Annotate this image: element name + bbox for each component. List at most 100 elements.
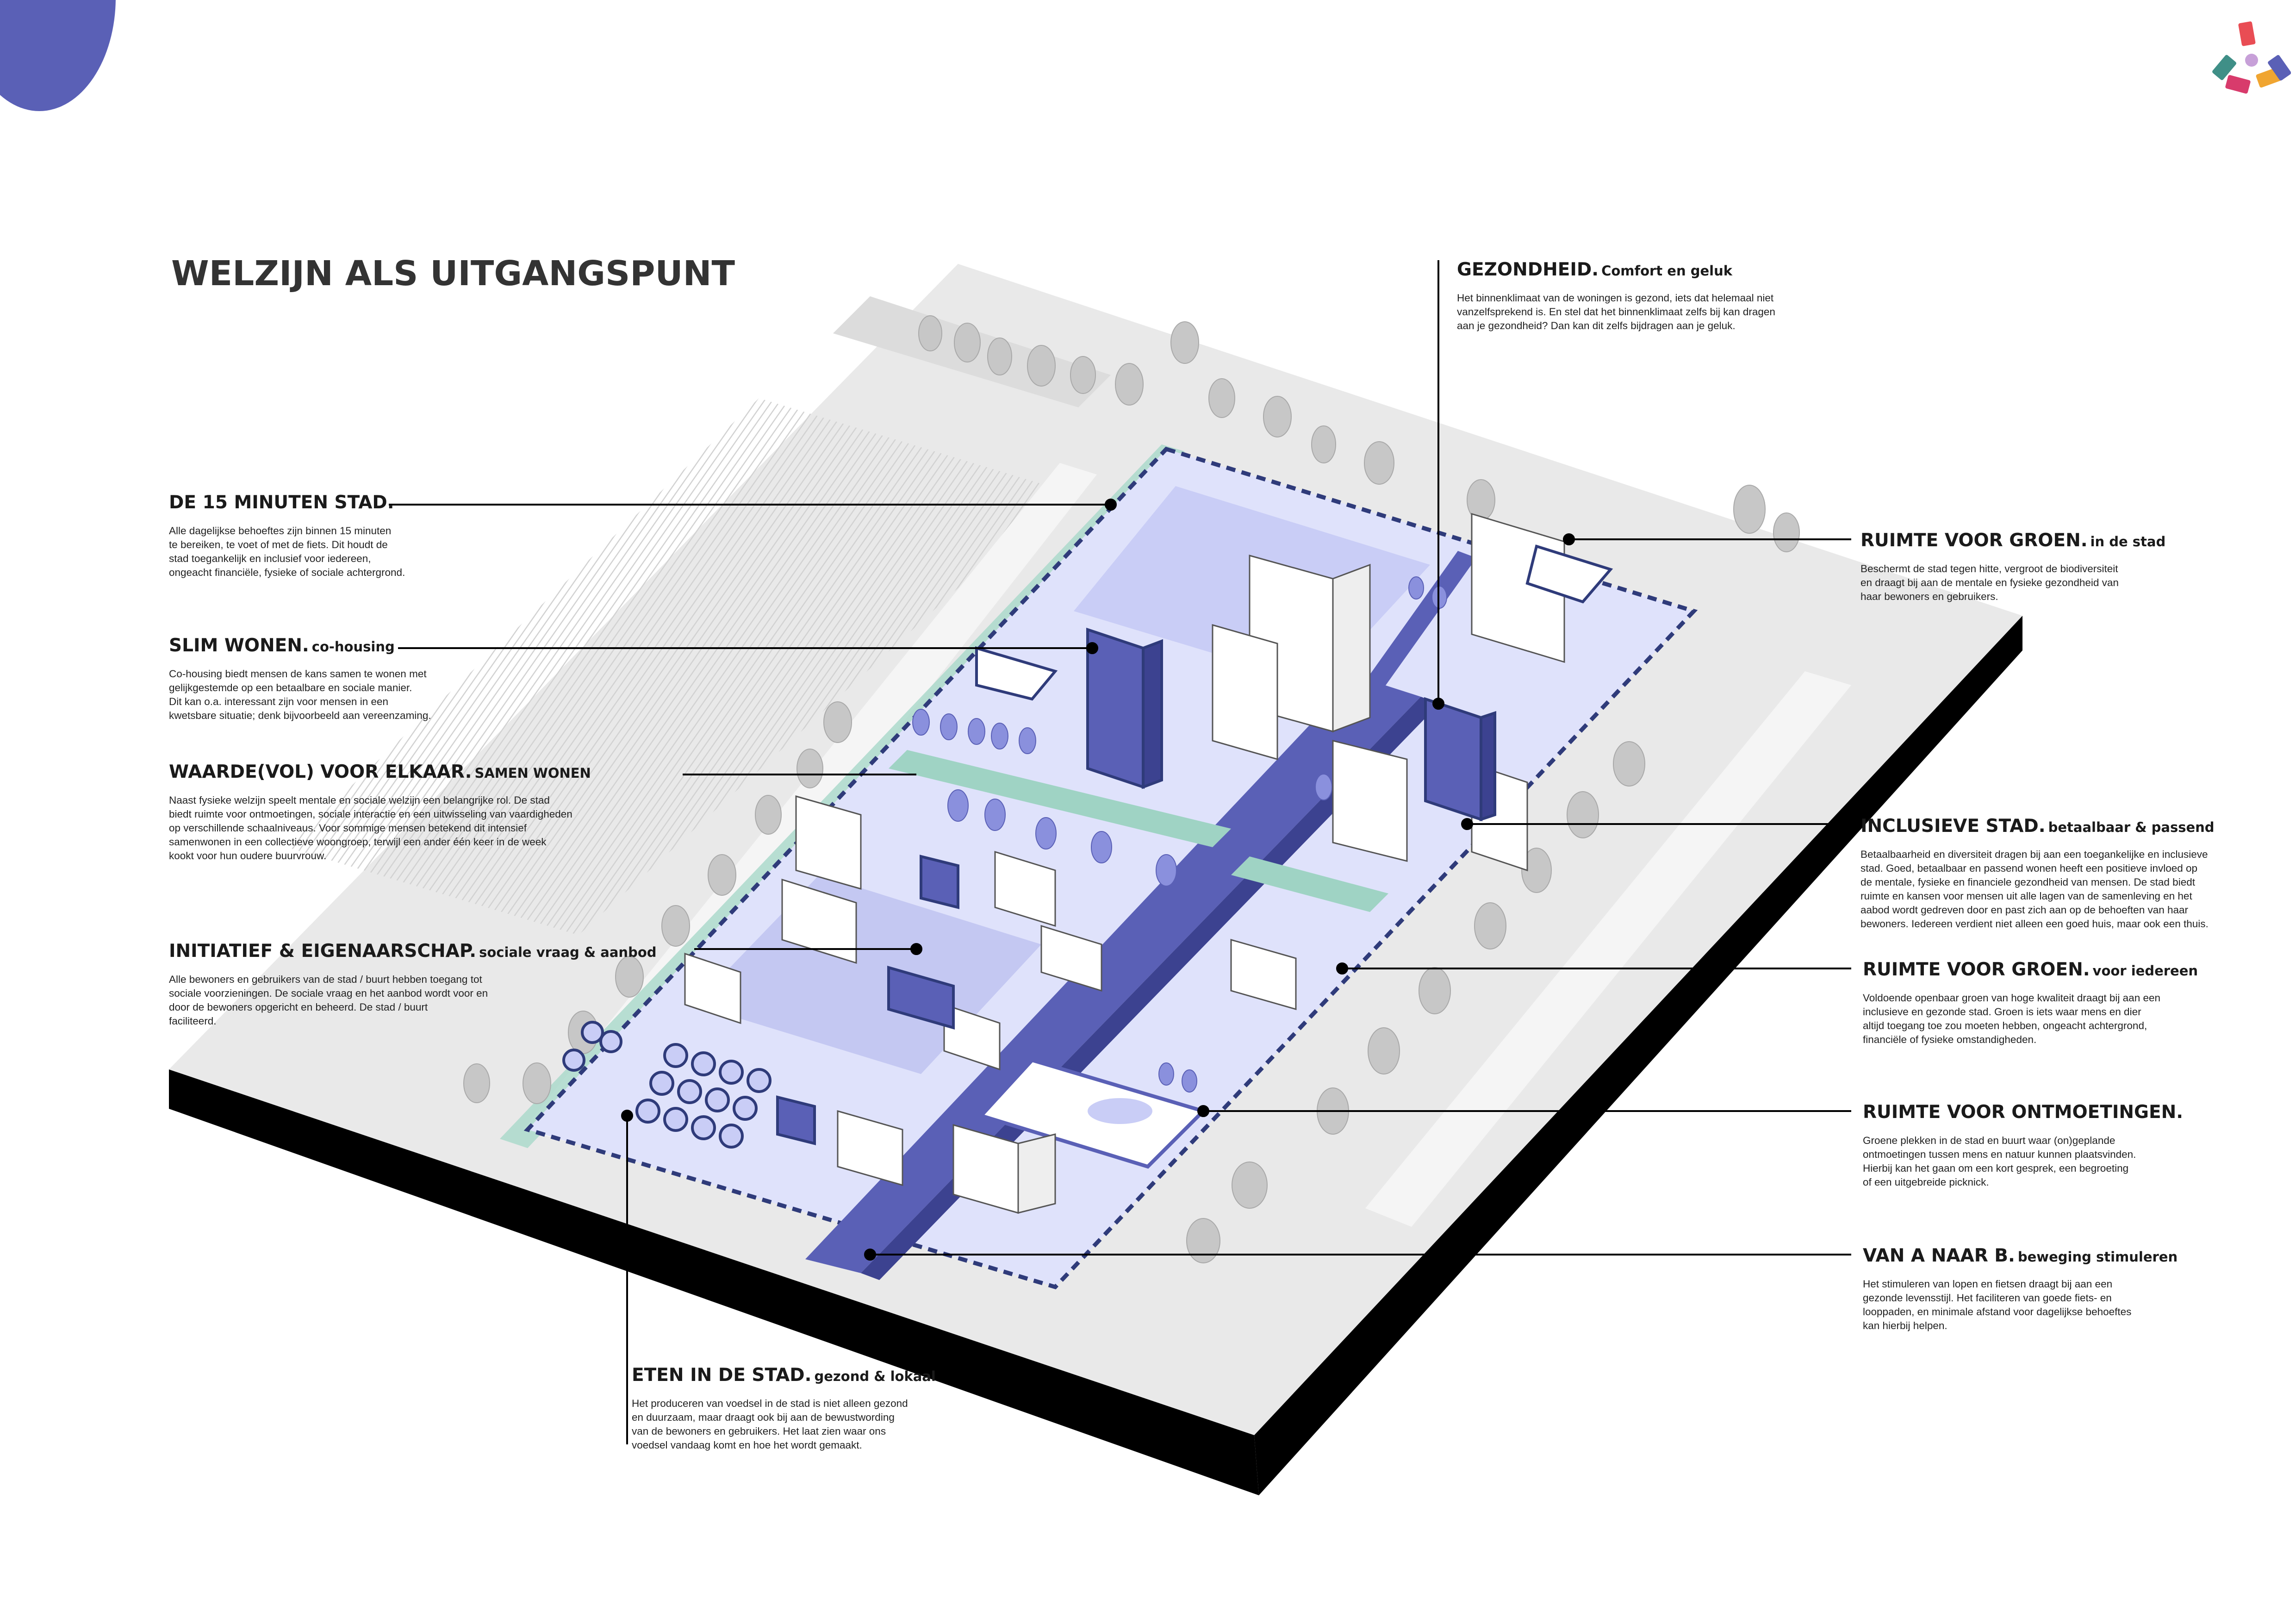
annotation-subtitle: sociale vraag & aanbod [479, 944, 657, 960]
annotation-heading: RUIMTE VOOR GROEN.in de stad [1860, 530, 2165, 551]
annotation-text-line: Dit kan o.a. interessant zijn voor mense… [169, 696, 389, 707]
green-canal-left [889, 750, 1231, 847]
main-street-edge [861, 697, 1439, 1280]
annotation-15-minuten-stad: DE 15 MINUTEN STAD. Alle dagelijkse beho… [169, 492, 405, 580]
annotation-text-line: stad toegankelijk en inclusief voor iede… [169, 553, 371, 564]
annotation-title: GEZONDHEID. [1457, 259, 1599, 280]
annotation-gezondheid: GEZONDHEID.Comfort en geluk Het binnenkl… [1457, 259, 1775, 333]
blue-trees [912, 576, 1447, 1093]
annotation-text-line: Alle bewoners en gebruikers van de stad … [169, 974, 482, 985]
annotation-subtitle: beweging stimuleren [2017, 1249, 2178, 1265]
annotation-eten-in-de-stad: ETEN IN DE STAD.gezond & lokaal Het prod… [632, 1365, 936, 1452]
annotation-text-line: Co-housing biedt mensen de kans samen te… [169, 668, 427, 680]
annotation-subtitle: betaalbaar & passend [2048, 819, 2215, 835]
annotation-text-line: gelijkgestemde op een betaalbare en soci… [169, 682, 412, 693]
base-slab-right [1254, 616, 2022, 1495]
side-street [1361, 551, 1476, 694]
annotation-text-line: vanzelfsprekend is. En stel dat het binn… [1457, 306, 1775, 318]
annotation-text-line: aabod wordt gedreven door en past zich a… [1860, 904, 2189, 916]
annotation-heading: DE 15 MINUTEN STAD. [169, 492, 405, 513]
highlight-buildings [776, 544, 1613, 1145]
annotation-title: VAN A NAAR B. [1863, 1245, 2015, 1266]
annotation-inclusieve-stad: INCLUSIEVE STAD.betaalbaar & passend Bet… [1860, 816, 2215, 931]
annotation-text: Betaalbaarheid en diversiteit dragen bij… [1860, 848, 2215, 931]
annotation-text: Naast fysieke welzijn speelt mentale en … [169, 793, 591, 863]
annotation-heading: RUIMTE VOOR GROEN.voor iedereen [1863, 959, 2198, 980]
annotation-subtitle: co-housing [311, 639, 395, 655]
annotation-title: INITIATIEF & EIGENAARSCHAP. [169, 941, 477, 962]
annotation-heading: INCLUSIEVE STAD.betaalbaar & passend [1860, 816, 2215, 837]
annotation-title: DE 15 MINUTEN STAD. [169, 492, 394, 513]
annotation-text: Alle dagelijkse behoeftes zijn binnen 15… [169, 524, 405, 580]
annotation-heading: GEZONDHEID.Comfort en geluk [1457, 259, 1775, 280]
annotation-text-line: gezonde levensstijl. Het faciliteren van… [1863, 1292, 2112, 1304]
annotation-text-line: inclusieve en gezonde stad. Groen is iet… [1863, 1006, 2141, 1018]
leader-lines [389, 260, 1851, 1444]
annotation-initiatief-eigenaarschap: INITIATIEF & EIGENAARSCHAP.sociale vraag… [169, 941, 657, 1028]
annotation-subtitle: voor iedereen [2092, 963, 2198, 979]
annotation-title: WAARDE(VOL) VOOR ELKAAR. [169, 762, 472, 782]
annotation-text-line: kookt voor hun oudere buurvrouw. [169, 850, 327, 862]
annotation-heading: WAARDE(VOL) VOOR ELKAAR.SAMEN WONEN [169, 762, 591, 782]
annotation-ruimte-voor-groen-in-de-stad: RUIMTE VOOR GROEN.in de stad Beschermt d… [1860, 530, 2165, 604]
annotation-text-line: de mentale, fysieke en financiele gezond… [1860, 876, 2195, 888]
annotation-text-line: Beschermt de stad tegen hitte, vergroot … [1860, 563, 2118, 575]
annotation-title: ETEN IN DE STAD. [632, 1365, 812, 1386]
annotation-text-line: Het produceren van voedsel in de stad is… [632, 1398, 908, 1409]
annotation-text-line: faciliteerd. [169, 1015, 217, 1027]
green-canal-right [1231, 856, 1388, 912]
pond [1088, 1098, 1152, 1124]
annotation-text-line: sociale voorzieningen. De sociale vraag … [169, 987, 488, 999]
annotation-text-line: kan hierbij helpen. [1863, 1320, 1948, 1331]
annotation-text-line: en draagt bij aan de mentale en fysieke … [1860, 577, 2119, 588]
annotation-text: Voldoende openbaar groen van hoge kwalit… [1863, 991, 2198, 1047]
annotation-text-line: Het binnenklimaat van de woningen is gez… [1457, 292, 1774, 304]
tree-row-top [918, 315, 1800, 552]
annotation-text-line: haar bewoners en gebruikers. [1860, 591, 1998, 602]
annotation-title: INCLUSIEVE STAD. [1860, 816, 2046, 837]
annotation-subtitle: gezond & lokaal [814, 1368, 936, 1384]
annotation-title: RUIMTE VOOR GROEN. [1863, 959, 2090, 980]
buildings [684, 512, 1565, 1214]
main-street [805, 676, 1421, 1273]
annotation-text-line: ongeacht financiële, fysieke of sociale … [169, 567, 405, 578]
annotation-text-line: Betaalbaarheid en diversiteit dragen bij… [1860, 849, 2208, 860]
annotation-van-a-naar-b: VAN A NAAR B.beweging stimuleren Het sti… [1863, 1245, 2178, 1333]
base-slab-left [169, 1069, 1259, 1495]
annotation-text-line: voedsel vandaag komt en hoe het wordt ge… [632, 1439, 862, 1451]
annotation-text: Groene plekken in de stad en buurt waar … [1863, 1134, 2186, 1189]
annotation-text-line: Groene plekken in de stad en buurt waar … [1863, 1135, 2116, 1146]
annotation-text-line: en duurzaam, maar draagt ook bij aan de … [632, 1412, 895, 1423]
annotation-text: Co-housing biedt mensen de kans samen te… [169, 667, 431, 723]
annotation-text-line: stad. Goed, betaalbaar en passend wonen … [1860, 862, 2198, 874]
annotation-text-line: van de bewoners en gebruikers. Het laat … [632, 1425, 886, 1437]
annotation-text-line: ruimte en kansen voor mensen uit alle la… [1860, 890, 2192, 902]
annotation-slim-wonen: SLIM WONEN.co-housing Co-housing biedt m… [169, 635, 431, 723]
annotation-text: Beschermt de stad tegen hitte, vergroot … [1860, 562, 2165, 604]
annotation-text: Het binnenklimaat van de woningen is gez… [1457, 291, 1775, 333]
farm-fields [287, 398, 1064, 935]
annotation-text-line: samenwonen in een collectieve woongroep,… [169, 836, 547, 848]
annotation-text-line: ontmoetingen tussen mens en natuur kunne… [1863, 1149, 2136, 1160]
annotation-text: Het stimuleren van lopen en fietsen draa… [1863, 1277, 2178, 1333]
annotation-heading: SLIM WONEN.co-housing [169, 635, 431, 656]
annotation-title: SLIM WONEN. [169, 635, 309, 656]
annotation-text-line: looppaden, en minimale afstand voor dage… [1863, 1306, 2132, 1318]
annotation-text-line: Hierbij kan het gaan om een kort gesprek… [1863, 1162, 2129, 1174]
annotation-subtitle: Comfort en geluk [1601, 263, 1733, 279]
annotation-title: RUIMTE VOOR GROEN. [1860, 530, 2088, 551]
annotation-text-line: altijd toegang toe zou moeten hebben, on… [1863, 1020, 2147, 1031]
annotation-text-line: of een uitgebreide picknick. [1863, 1176, 1989, 1188]
annotation-text-line: te bereiken, te voet of met de fiets. Di… [169, 539, 388, 550]
annotation-heading: INITIATIEF & EIGENAARSCHAP.sociale vraag… [169, 941, 657, 962]
colorful-flower-logo-icon [2212, 21, 2291, 94]
annotation-text: Het produceren van voedsel in de stad is… [632, 1397, 936, 1452]
tree-row-right [1186, 741, 1645, 1263]
annotation-text-line: Het stimuleren van lopen en fietsen draa… [1863, 1278, 2113, 1290]
annotation-text-line: Naast fysieke welzijn speelt mentale en … [169, 794, 550, 806]
annotation-subtitle: in de stad [2090, 534, 2166, 550]
food-garden-plots [562, 1021, 772, 1149]
annotation-waardevol-voor-elkaar: WAARDE(VOL) VOOR ELKAAR.SAMEN WONEN Naas… [169, 762, 591, 863]
annotation-text: Alle bewoners en gebruikers van de stad … [169, 973, 657, 1028]
